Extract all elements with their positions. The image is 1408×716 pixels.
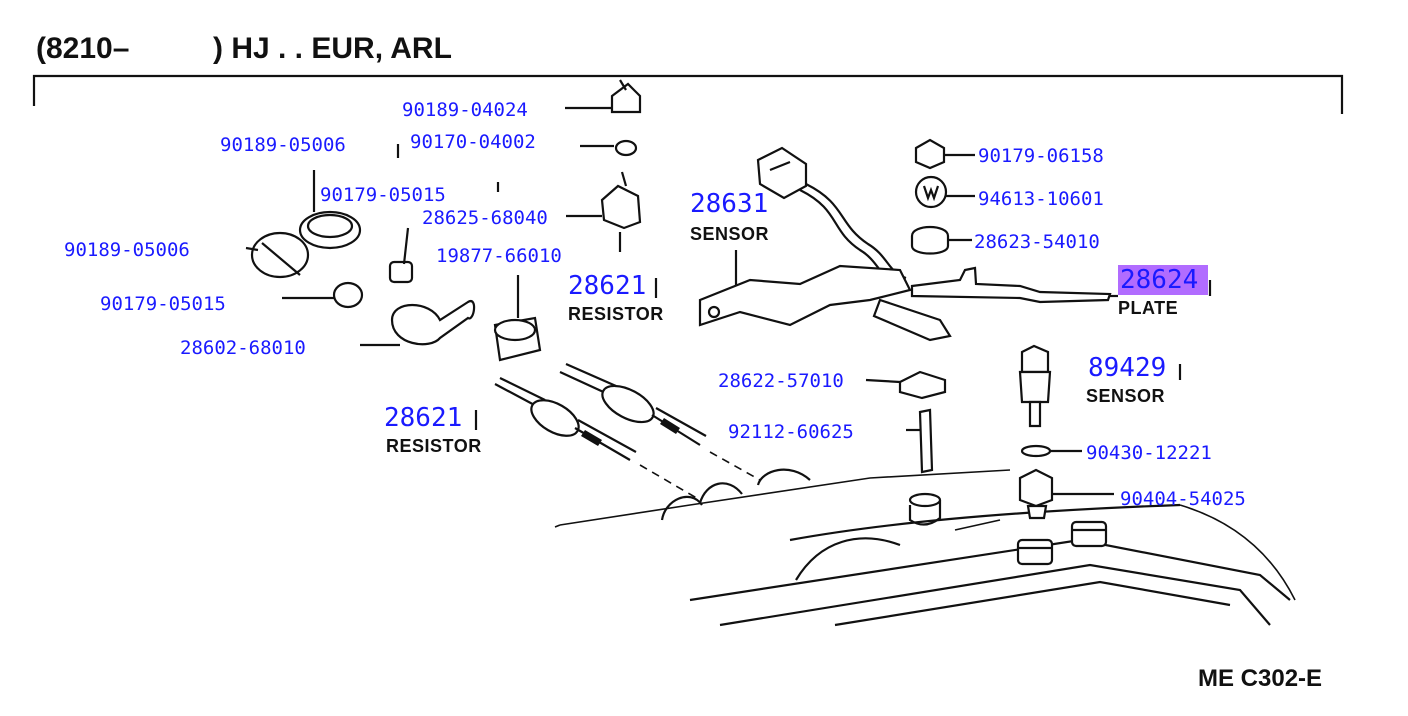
assembly-number-label[interactable]: 28624 — [1120, 265, 1198, 295]
resistor-left-drawing — [494, 377, 701, 501]
assembly-name-label: SENSOR — [1086, 386, 1165, 406]
part-number-label[interactable]: 92112-60625 — [728, 421, 854, 443]
part-number-label[interactable]: 28623-54010 — [974, 231, 1100, 253]
part-number-label[interactable]: 90179-06158 — [978, 145, 1104, 167]
diagram-title-prefix: (8210– — [36, 32, 129, 65]
assembly-number-label[interactable]: 89429 — [1088, 353, 1166, 383]
clamp-assembly-drawing — [245, 170, 542, 362]
part-number-label[interactable]: 19877-66010 — [436, 245, 562, 267]
assembly-number-label[interactable]: 28631 — [690, 189, 768, 219]
group-bracket — [32, 74, 1344, 114]
diagram-title-suffix: ) HJ . . EUR, ARL — [213, 32, 452, 65]
assembly-name-label: SENSOR — [690, 224, 769, 244]
part-number-label[interactable]: 94613-10601 — [978, 188, 1104, 210]
part-number-label[interactable]: 90430-12221 — [1086, 442, 1212, 464]
engine-block-drawing — [554, 468, 1296, 627]
part-number-label[interactable]: 90189-05006 — [220, 134, 346, 156]
part-number-label[interactable]: 90404-54025 — [1120, 488, 1246, 510]
part-number-label[interactable]: 28602-68010 — [180, 337, 306, 359]
selected-part-highlight — [1118, 265, 1208, 295]
upper-fasteners-drawing — [396, 79, 642, 252]
assembly-name-label: RESISTOR — [568, 304, 664, 324]
part-number-label[interactable]: 90179-05015 — [100, 293, 226, 315]
part-number-label[interactable]: 90170-04002 — [410, 131, 536, 153]
part-number-label[interactable]: 28622-57010 — [718, 370, 844, 392]
diagram-code: ME C302-E — [1198, 665, 1322, 692]
part-number-label[interactable]: 28625-68040 — [422, 207, 548, 229]
right-fasteners-drawing — [474, 138, 1212, 520]
resistor-right-drawing — [559, 362, 761, 481]
assembly-number-label[interactable]: 28621 — [384, 403, 462, 433]
assembly-name-label: RESISTOR — [386, 436, 482, 456]
assembly-name-label: PLATE — [1118, 298, 1178, 318]
sensor-plate-drawing — [698, 146, 1112, 342]
assembly-number-label[interactable]: 28621 — [568, 271, 646, 301]
part-number-label[interactable]: 90179-05015 — [320, 184, 446, 206]
part-number-label[interactable]: 90189-04024 — [402, 99, 528, 121]
part-number-label[interactable]: 90189-05006 — [64, 239, 190, 261]
